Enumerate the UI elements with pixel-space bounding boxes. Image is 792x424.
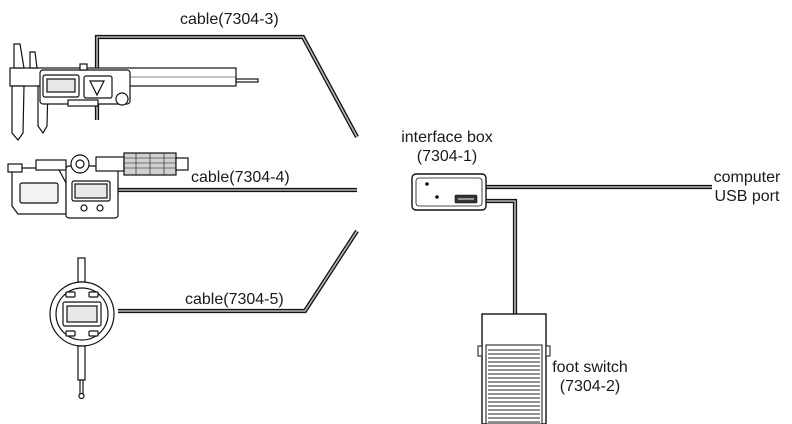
cable-7304-5: [118, 229, 359, 314]
cable-foot-switch: [486, 198, 518, 316]
computer-label: computer: [713, 169, 781, 186]
foot-switch: [477, 313, 551, 424]
computer-usb-label: computer USB port: [702, 168, 792, 206]
cable-7304-3: [94, 34, 359, 138]
interface-box: [411, 173, 487, 211]
interface-box-name: interface box: [401, 129, 493, 146]
foot-switch-label: foot switch (7304-2): [550, 358, 630, 396]
digital-indicator: [49, 257, 115, 400]
cable-7304-5-label: cable(7304-5): [185, 291, 284, 308]
interface-box-label: interface box (7304-1): [395, 128, 499, 166]
interface-box-code: (7304-1): [416, 148, 478, 165]
digital-micrometer: [7, 152, 189, 219]
foot-switch-name: foot switch: [552, 359, 628, 376]
foot-switch-code: (7304-2): [559, 378, 621, 395]
digital-caliper: [9, 43, 259, 141]
usb-port-label: USB port: [714, 188, 780, 205]
cable-7304-4-label: cable(7304-4): [191, 169, 290, 186]
cable-7304-3-label: cable(7304-3): [180, 11, 279, 28]
foot-switch-ridges: [488, 349, 540, 423]
